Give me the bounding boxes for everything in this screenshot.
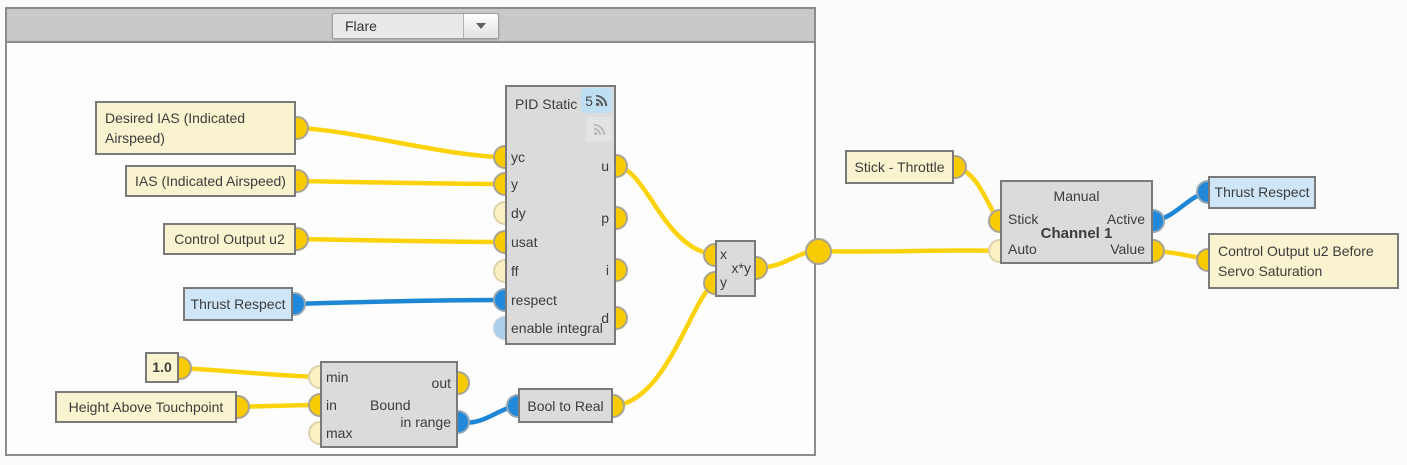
node-desired-ias[interactable]: Desired IAS (Indicated Airspeed) [95, 101, 296, 155]
node-thrust-respect-src[interactable]: Thrust Respect [183, 287, 293, 321]
node-ias[interactable]: IAS (Indicated Airspeed) [125, 165, 296, 197]
dropdown-value: Flare [345, 18, 377, 34]
output-label-d: d [601, 310, 609, 326]
publish-count: 5 [585, 92, 593, 109]
rss-icon [595, 94, 608, 107]
node-label: Control Output u2 [174, 230, 285, 247]
wire-u-to-x[interactable] [613, 163, 718, 258]
input-label-stick: Stick [1008, 211, 1039, 227]
rss-icon [593, 123, 605, 136]
node-stick-throttle[interactable]: Stick - Throttle [845, 150, 954, 184]
node-label: Thrust Respect [190, 295, 286, 312]
input-label-ff: ff [511, 263, 519, 279]
wire-thrust-respect-to-respect[interactable] [291, 297, 508, 307]
wire-junction-to-auto[interactable] [815, 248, 1003, 254]
node-label: Height Above Touchpoint [68, 398, 224, 415]
node-bound[interactable]: min in max Bound out in range [320, 361, 458, 448]
input-label-in: in [326, 397, 337, 413]
block-subtitle: Channel 1 [1040, 225, 1113, 242]
block-title: x*y [731, 260, 751, 276]
node-label: Desired IAS (Indicated Airspeed) [105, 109, 246, 146]
input-label-usat: usat [511, 234, 538, 250]
input-label-auto: Auto [1008, 241, 1037, 257]
subscribe-badge[interactable] [586, 117, 612, 142]
node-label: Stick - Throttle [854, 158, 945, 175]
node-bool-to-real[interactable]: Bool to Real [518, 388, 613, 423]
wire-ias-to-y[interactable] [294, 178, 508, 187]
block-title: Bool to Real [527, 397, 604, 414]
block-title: Bound [370, 397, 411, 413]
output-label-i: i [605, 262, 609, 278]
input-label-enable-integral: enable integral [511, 320, 603, 336]
output-label-in-range: in range [400, 414, 451, 430]
node-manual-channel-1[interactable]: Manual Stick Active Channel 1 Auto Value [1000, 180, 1153, 264]
block-title: PID Static [515, 96, 578, 112]
node-control-u2[interactable]: Control Output u2 [163, 223, 296, 255]
input-label-min: min [326, 369, 349, 385]
block-title: Manual [1053, 188, 1100, 204]
input-label-respect: respect [511, 292, 557, 308]
wire-desired-ias-to-yc[interactable] [294, 125, 508, 160]
wire-one-to-min[interactable] [177, 365, 323, 380]
wire-control-u2-to-usat[interactable] [294, 236, 508, 245]
node-constant-one[interactable]: 1.0 [145, 352, 179, 383]
node-pid-static[interactable]: PID Static 5 yc y dy usat ff respect ena… [505, 85, 616, 345]
node-thrust-respect-sink[interactable]: Thrust Respect [1208, 176, 1316, 209]
node-label: Control Output u2 Before Servo Saturatio… [1218, 242, 1374, 279]
input-label-x: x [720, 246, 727, 262]
node-label: 1.0 [152, 359, 172, 376]
publish-count-badge[interactable]: 5 [581, 88, 612, 113]
input-label-yc: yc [511, 149, 525, 165]
output-label-p: p [601, 210, 609, 226]
node-control-u2-before-sat[interactable]: Control Output u2 Before Servo Saturatio… [1208, 233, 1399, 289]
output-label-u: u [601, 158, 609, 174]
output-label-out: out [431, 375, 451, 391]
node-multiply[interactable]: x y x*y [715, 240, 756, 297]
node-label: IAS (Indicated Airspeed) [135, 172, 286, 189]
input-label-dy: dy [511, 205, 526, 221]
wire-booltoreal-to-y[interactable] [610, 280, 718, 409]
output-label-value: Value [1110, 241, 1145, 257]
input-label-y: y [511, 176, 518, 192]
group-mode-dropdown[interactable]: Flare [332, 13, 499, 39]
dropdown-button[interactable] [463, 14, 498, 38]
output-label-active: Active [1106, 211, 1145, 227]
input-label-y: y [720, 274, 727, 290]
node-label: Thrust Respect [1214, 184, 1310, 201]
junction-flare-output[interactable] [805, 238, 832, 265]
input-label-max: max [326, 425, 353, 441]
chevron-down-icon [476, 23, 486, 29]
node-height-above-touchpoint[interactable]: Height Above Touchpoint [55, 391, 237, 423]
